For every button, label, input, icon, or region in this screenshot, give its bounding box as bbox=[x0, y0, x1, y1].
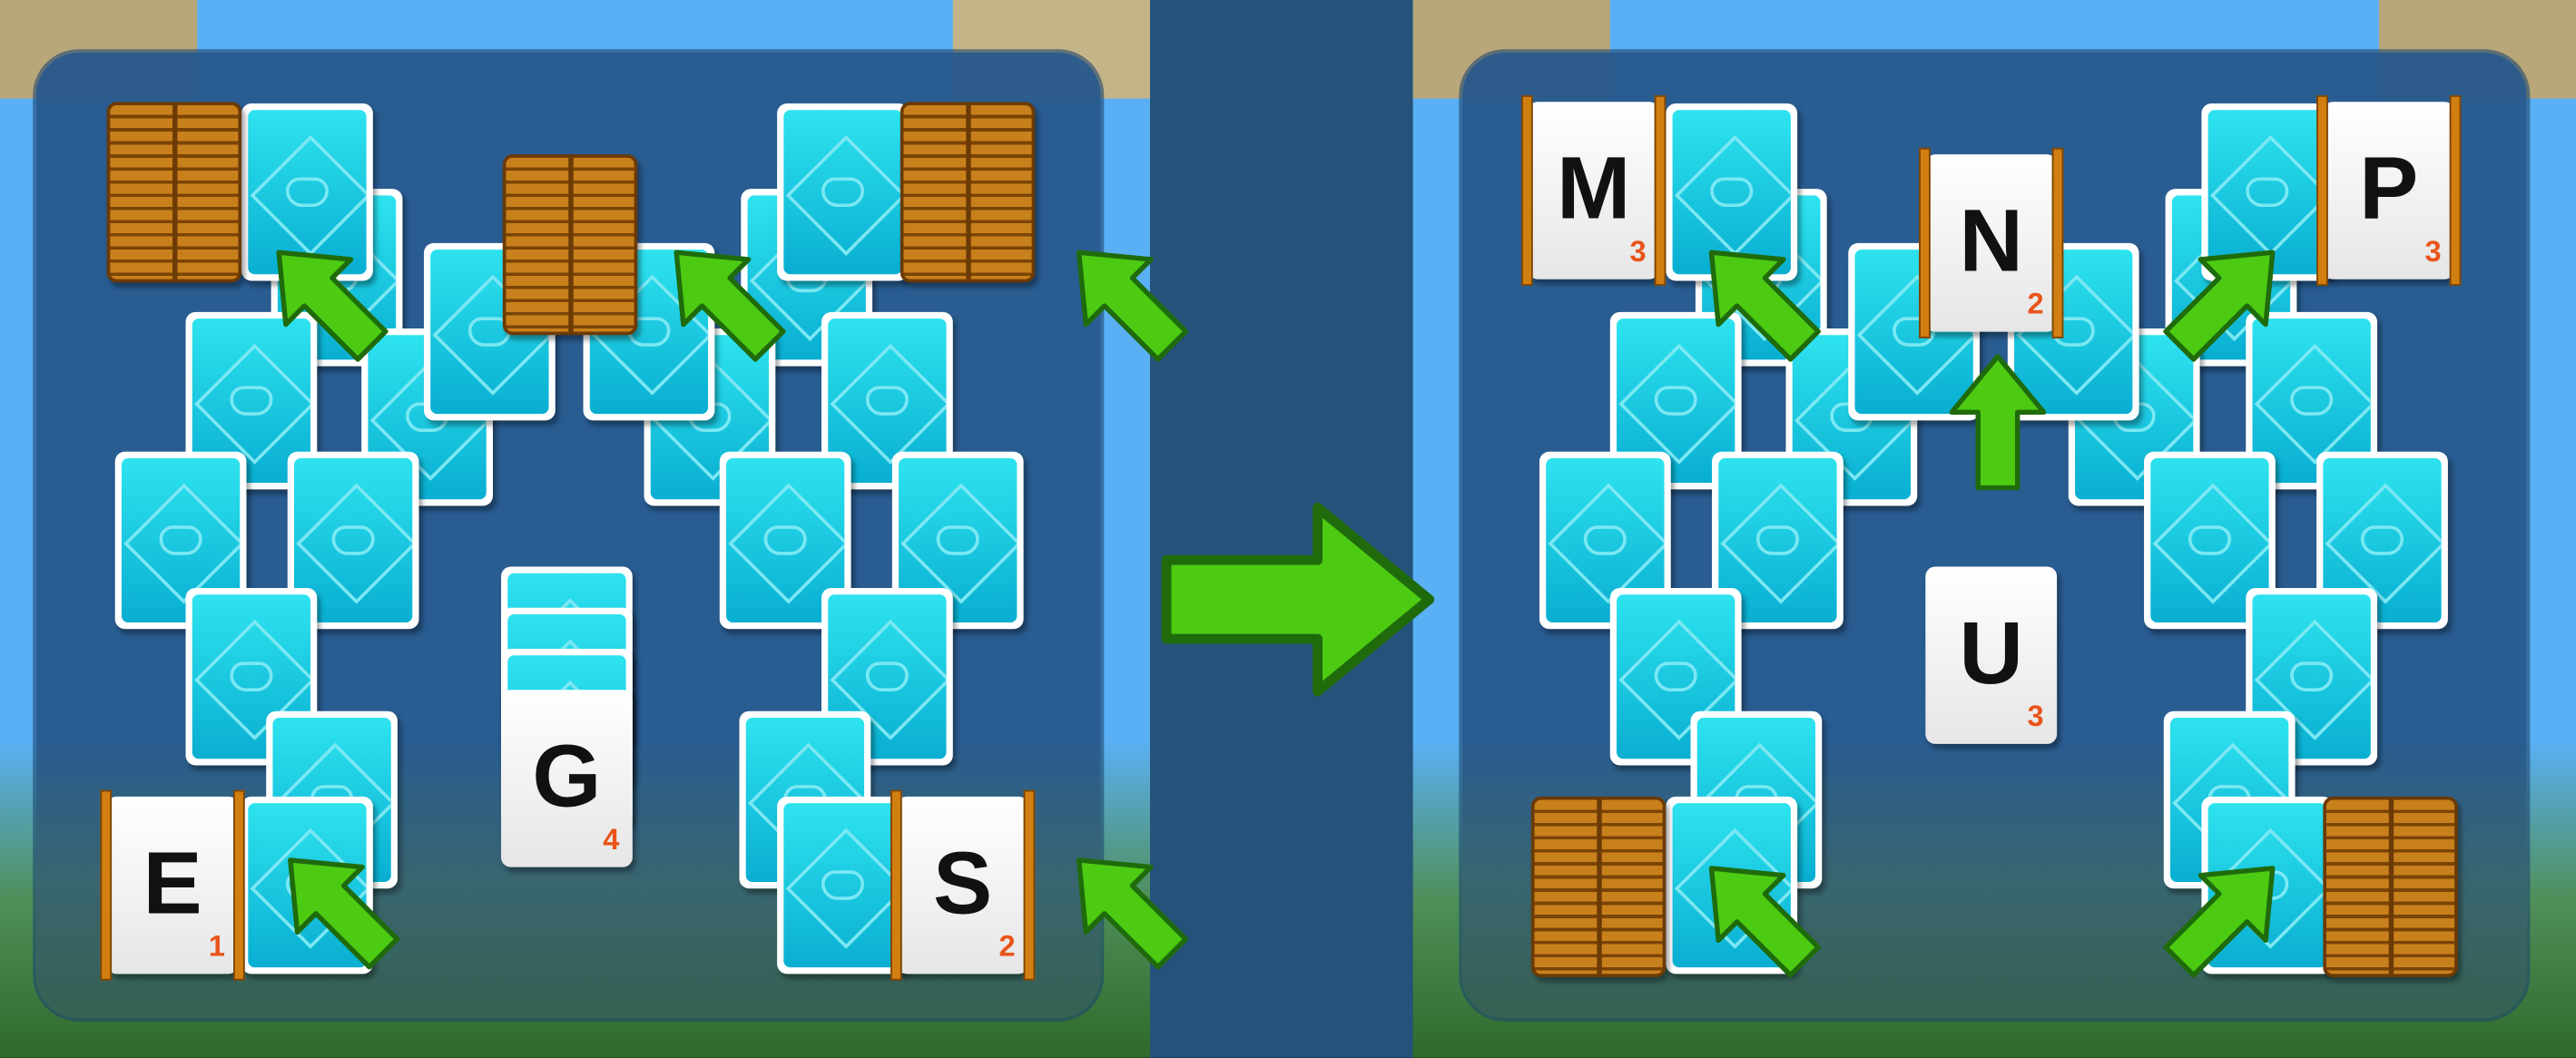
green-arrow-icon bbox=[253, 823, 420, 990]
owl-icon bbox=[936, 525, 979, 555]
green-arrow-icon bbox=[1675, 831, 1842, 998]
green-arrow-icon bbox=[1949, 353, 2048, 491]
owl-icon bbox=[763, 525, 807, 555]
owl-icon bbox=[230, 661, 273, 692]
tile-points: 2 bbox=[998, 929, 1016, 963]
owl-icon bbox=[1583, 525, 1627, 555]
card-face bbox=[783, 110, 902, 275]
card-face bbox=[1672, 110, 1791, 275]
shutter-blocker bbox=[1530, 796, 1667, 977]
card-back[interactable] bbox=[185, 587, 318, 766]
owl-icon bbox=[865, 386, 909, 416]
owl-icon bbox=[1710, 177, 1754, 208]
owl-icon bbox=[2246, 177, 2289, 208]
owl-icon bbox=[159, 525, 202, 555]
shutter-blocker bbox=[900, 102, 1036, 283]
shutter-blocker bbox=[2323, 796, 2458, 977]
owl-icon bbox=[285, 177, 329, 208]
tile-letter: S bbox=[933, 834, 993, 934]
card-back[interactable] bbox=[114, 451, 247, 630]
divider bbox=[1150, 0, 1413, 1058]
owl-icon bbox=[1654, 386, 1697, 416]
green-arrow-icon bbox=[2142, 215, 2309, 382]
card-back[interactable] bbox=[287, 451, 419, 630]
owl-icon bbox=[1893, 317, 1936, 347]
owl-icon bbox=[2188, 525, 2231, 555]
tile-points: 4 bbox=[603, 822, 620, 857]
tile-points: 1 bbox=[208, 929, 225, 963]
green-arrow-icon bbox=[1675, 215, 1842, 382]
card-back[interactable] bbox=[777, 796, 909, 975]
owl-icon bbox=[2290, 661, 2334, 692]
owl-icon bbox=[1654, 661, 1697, 692]
owl-icon bbox=[821, 870, 865, 900]
owl-icon bbox=[821, 177, 865, 208]
shutter-blocker bbox=[502, 154, 638, 336]
card-face bbox=[783, 803, 902, 968]
tile-points: 3 bbox=[2424, 234, 2442, 269]
tile-letter: U bbox=[1959, 604, 2024, 703]
owl-icon bbox=[865, 661, 909, 692]
card-back[interactable] bbox=[1666, 103, 1798, 281]
card-face bbox=[248, 110, 367, 275]
card-face bbox=[2207, 110, 2326, 275]
tile-letter: M bbox=[1556, 139, 1631, 239]
green-arrow-icon bbox=[1042, 215, 1209, 382]
green-arrow-icon bbox=[241, 215, 408, 382]
tile-letter: E bbox=[143, 834, 202, 934]
tile-letter: G bbox=[532, 727, 602, 827]
tile-points: 2 bbox=[2027, 287, 2044, 320]
green-arrow-icon bbox=[2142, 831, 2309, 998]
owl-icon bbox=[1755, 525, 1799, 555]
big-right-arrow-icon bbox=[1142, 501, 1454, 698]
green-arrow-icon bbox=[639, 215, 806, 382]
green-arrow-icon bbox=[1042, 823, 1209, 990]
tile-letter: P bbox=[2359, 139, 2419, 239]
card-back[interactable] bbox=[777, 103, 909, 281]
owl-icon bbox=[2360, 525, 2404, 555]
owl-icon bbox=[331, 525, 375, 555]
owl-icon bbox=[230, 386, 273, 416]
tile-points: 3 bbox=[2027, 700, 2044, 733]
card-back[interactable] bbox=[821, 587, 953, 766]
card-back[interactable] bbox=[185, 311, 318, 490]
owl-icon bbox=[2290, 386, 2334, 416]
card-back[interactable] bbox=[241, 103, 373, 281]
tile-letter: N bbox=[1959, 191, 2024, 291]
shutter-blocker bbox=[106, 102, 242, 283]
tile-points: 3 bbox=[1629, 234, 1647, 269]
